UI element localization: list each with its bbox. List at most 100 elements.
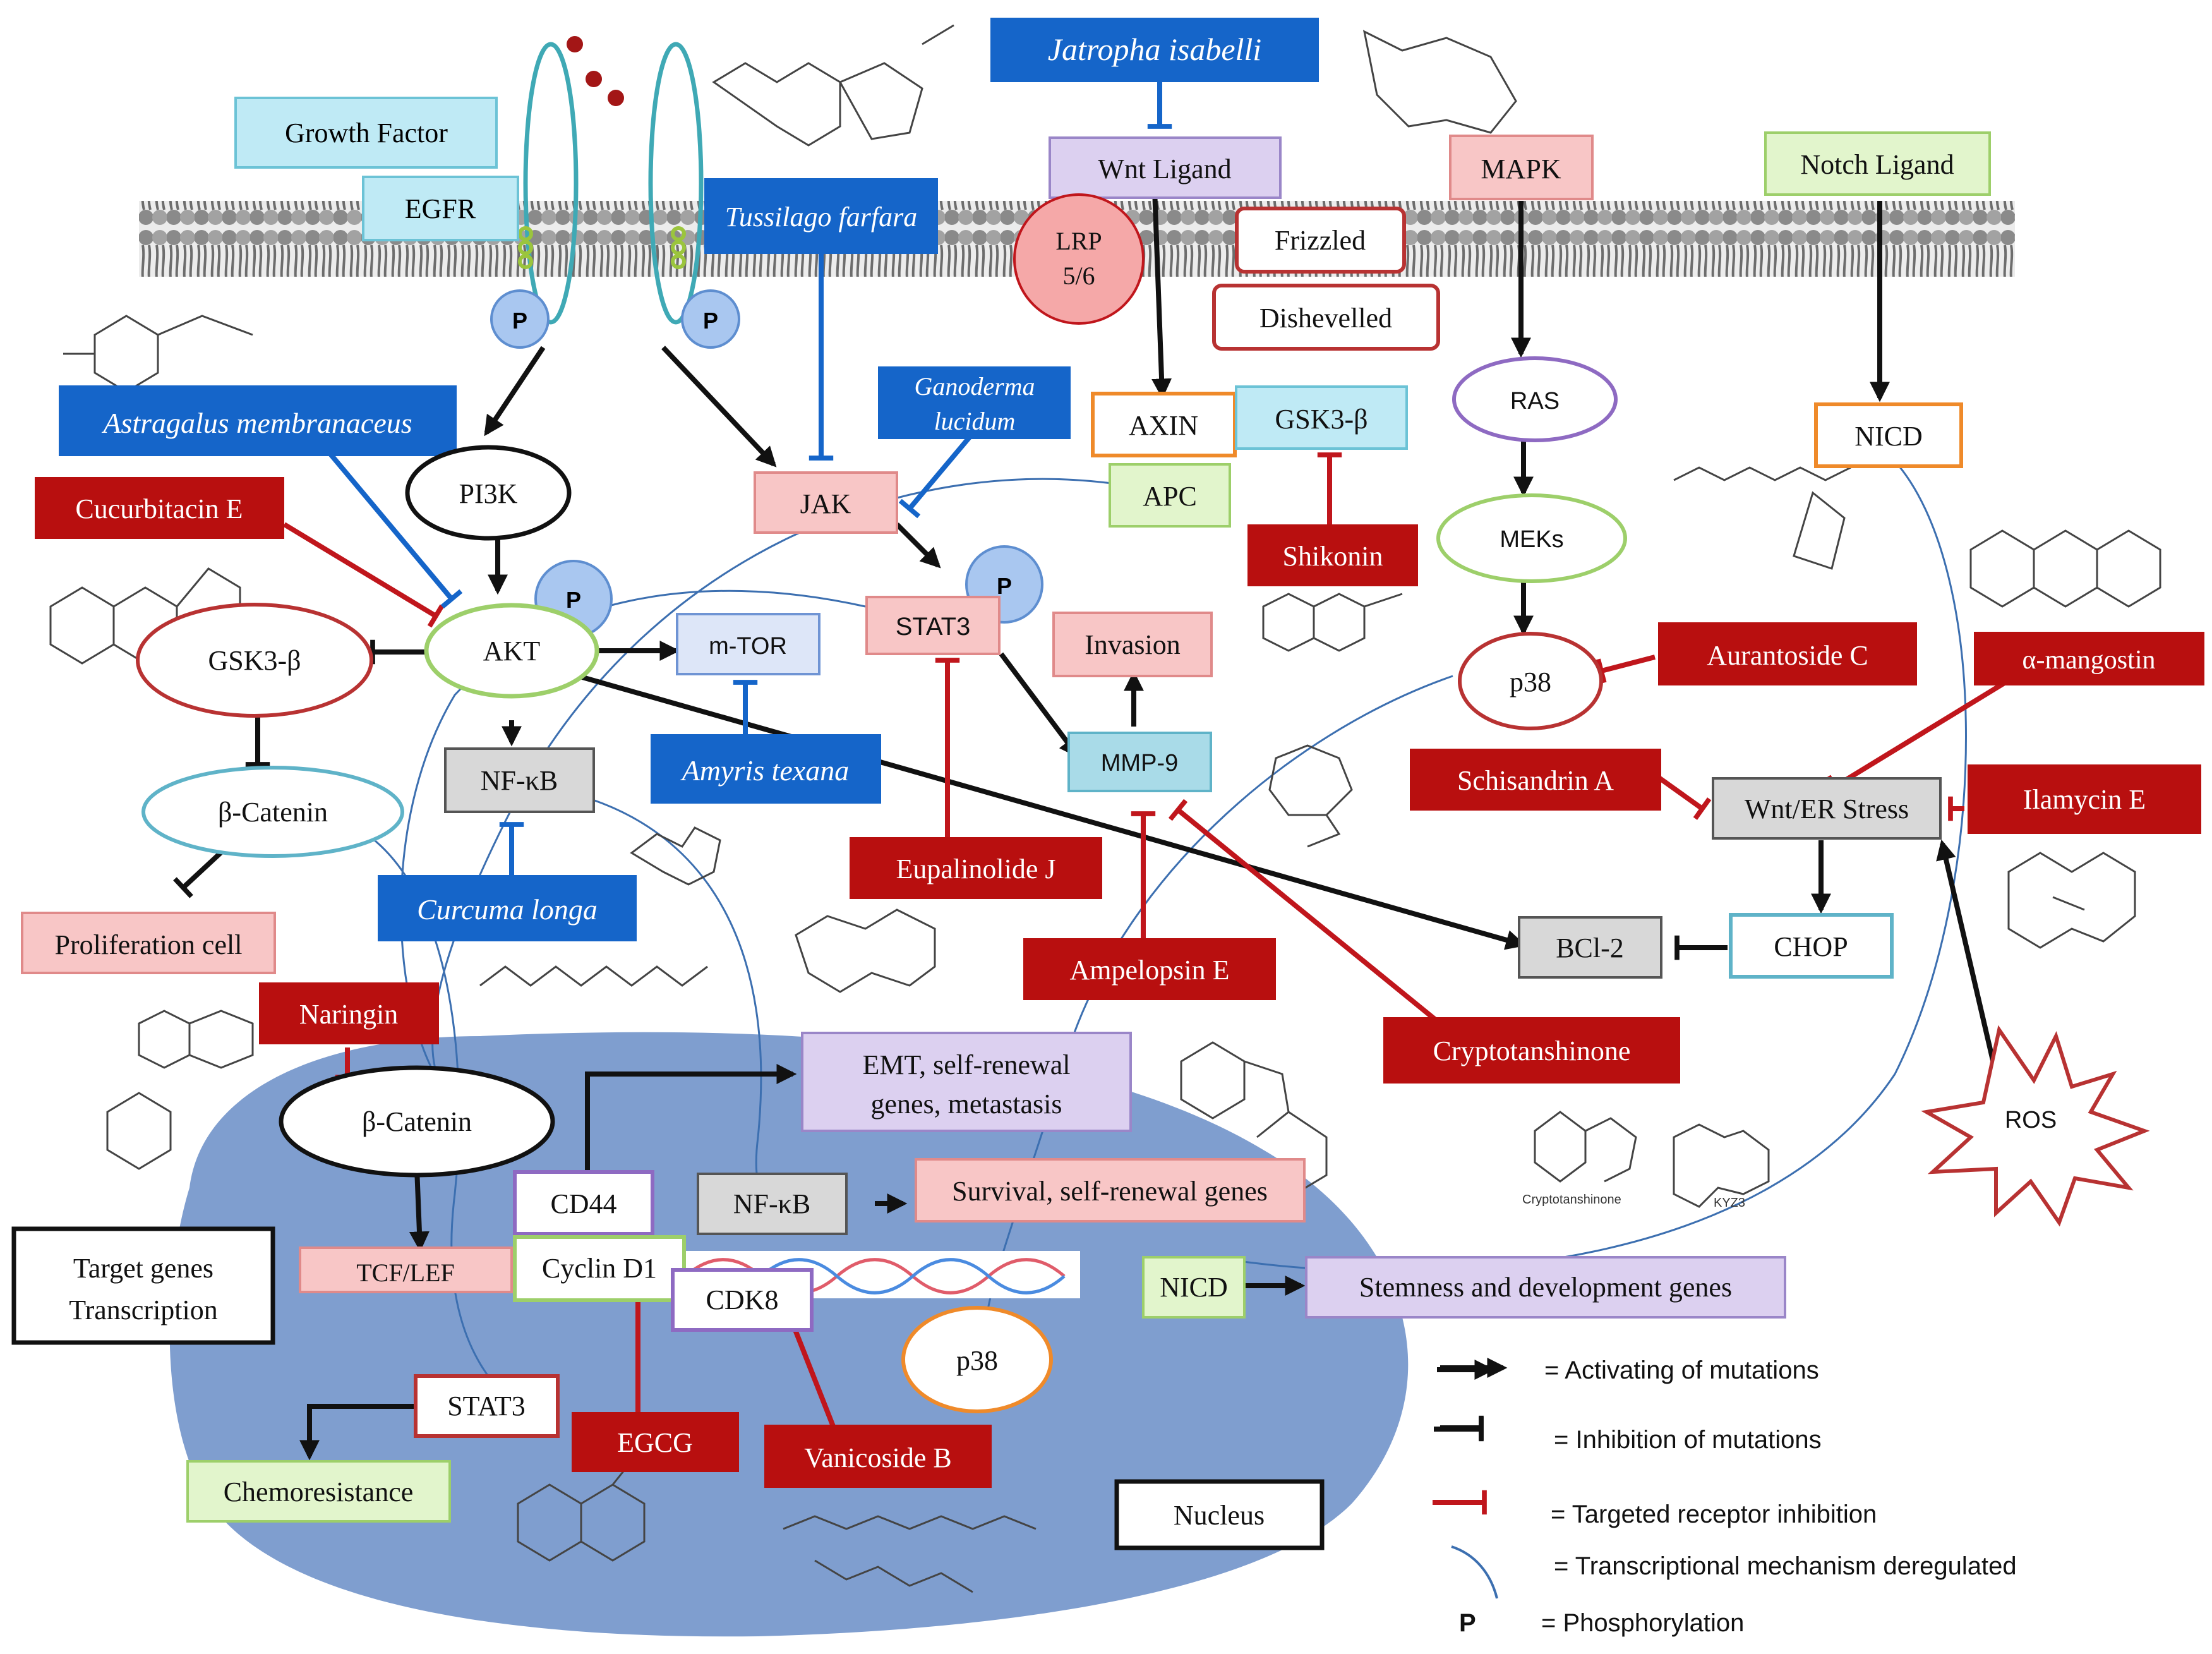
nicd-nuc-label: NICD <box>1160 1272 1228 1303</box>
phospho-label-2: P <box>703 308 718 334</box>
cdk8-box <box>671 1268 814 1332</box>
legend-targeted: = Targeted receptor inhibition <box>1551 1500 1877 1528</box>
shikonin-label: Shikonin <box>1283 541 1383 572</box>
gsk3b-left-ellipse <box>136 603 373 718</box>
target-genes-box <box>11 1226 275 1345</box>
phospho-circle-1 <box>490 289 550 349</box>
phospho-label-stat3: P <box>997 573 1012 599</box>
egfr-box <box>362 176 519 241</box>
target-genes-label-2: Transcription <box>69 1295 218 1325</box>
nucleus-label: Nucleus <box>1174 1500 1265 1531</box>
nucleus-label-box <box>1114 1479 1325 1550</box>
phospho-circle-2 <box>681 289 740 349</box>
stat3-top-label: STAT3 <box>896 613 971 641</box>
chop-box <box>1729 913 1894 979</box>
lrp-circle <box>1013 193 1145 325</box>
structure-caption-cryptotanshinone: Cryptotanshinone <box>1522 1193 1621 1207</box>
mtor-box <box>676 613 820 675</box>
gsk3b-top-box <box>1235 385 1408 450</box>
stat3-nuc-box <box>414 1374 560 1438</box>
curcuma-label: Curcuma longa <box>417 893 598 926</box>
tcf-lef-label: TCF/LEF <box>356 1259 455 1287</box>
mapk-box <box>1449 135 1594 200</box>
naringin-label: Naringin <box>299 999 398 1030</box>
cryptotanshinone-label: Cryptotanshinone <box>1433 1035 1631 1066</box>
amyris-label: Amyris texana <box>680 754 849 787</box>
legend-transcriptional: = Transcriptional mechanism deregulated <box>1554 1552 2017 1580</box>
lrp-label-1: LRP <box>1055 227 1102 255</box>
naringin-box <box>259 982 439 1044</box>
nicd-top-label: NICD <box>1854 421 1923 452</box>
invasion-box <box>1052 612 1213 677</box>
legend-phosphorylation: = Phosphorylation <box>1541 1609 1744 1637</box>
chemoresistance-label: Chemoresistance <box>224 1476 414 1507</box>
lrp-label-2: 5/6 <box>1062 262 1095 290</box>
legend-inhibition: = Inhibition of mutations <box>1554 1426 1822 1454</box>
proliferation-label: Proliferation cell <box>55 929 243 960</box>
pi3k-ellipse <box>405 445 572 541</box>
cd44-box <box>513 1170 654 1236</box>
survival-label: Survival, self-renewal genes <box>952 1176 1268 1207</box>
astragalus-box <box>59 385 457 456</box>
dishevelled-label: Dishevelled <box>1259 303 1392 334</box>
survival-box <box>915 1158 1306 1222</box>
jatropha-box <box>990 18 1319 82</box>
wnt-er-label: Wnt/ER Stress <box>1745 794 1909 824</box>
ganoderma-label-1: Ganoderma <box>914 372 1035 401</box>
stemness-box <box>1305 1256 1786 1319</box>
receptor-loops <box>518 36 704 325</box>
jak-label: JAK <box>800 488 851 519</box>
notch-ligand-label: Notch Ligand <box>1800 149 1954 180</box>
nfkb-nuc-label: NF-κB <box>733 1188 810 1219</box>
jak-box <box>754 471 898 534</box>
ras-ellipse <box>1452 356 1618 442</box>
ilamycin-label: Ilamycin E <box>2023 784 2146 815</box>
nicd-top-box <box>1814 402 1963 468</box>
ras-label: RAS <box>1510 388 1560 414</box>
schisandrin-box <box>1410 749 1661 811</box>
structure-caption-kyz3: KYZ3 <box>1714 1196 1745 1210</box>
apc-label: APC <box>1143 481 1197 512</box>
growth-factor-box <box>234 97 498 169</box>
bcl2-box <box>1518 916 1662 979</box>
tcf-lef-box <box>299 1247 513 1293</box>
amyris-box <box>651 734 881 804</box>
akt-label: AKT <box>483 636 541 667</box>
p38-nuc-ellipse <box>901 1306 1053 1413</box>
dishevelled-box <box>1212 284 1440 351</box>
cd44-label: CD44 <box>550 1188 616 1219</box>
cyclin-d1-label: Cyclin D1 <box>542 1253 657 1284</box>
p38-top-ellipse <box>1458 632 1603 730</box>
chemoresistance-box <box>186 1460 451 1523</box>
emt-box <box>801 1032 1132 1132</box>
pi3k-label: PI3K <box>459 478 518 509</box>
nfkb-top-box <box>444 747 595 813</box>
p38-top-label: p38 <box>1510 667 1551 697</box>
bcatenin-top-ellipse <box>141 766 404 858</box>
bcl2-label: BCl-2 <box>1556 933 1624 963</box>
apc-box <box>1109 463 1231 528</box>
egcg-label: EGCG <box>617 1427 693 1458</box>
cucurbitacin-box <box>35 477 284 539</box>
egfr-label: EGFR <box>405 193 476 224</box>
nicd-nuc-box <box>1142 1256 1246 1319</box>
blue-inhibition-lines <box>326 63 1172 875</box>
cucurbitacin-label: Cucurbitacin E <box>75 493 243 524</box>
gsk3b-top-label: GSK3-β <box>1275 404 1367 435</box>
chop-label: CHOP <box>1774 931 1848 962</box>
bcatenin-top-label: β-Catenin <box>218 797 328 828</box>
proliferation-box <box>21 912 276 974</box>
mapk-label: MAPK <box>1481 154 1561 184</box>
cryptotanshinone-box <box>1383 1017 1680 1084</box>
ampelopsin-box <box>1023 938 1276 1000</box>
bcatenin-nuc-ellipse <box>279 1065 555 1178</box>
mangostin-box <box>1974 632 2204 685</box>
axin-box <box>1091 392 1237 457</box>
stat3-nuc-label: STAT3 <box>447 1391 526 1422</box>
emt-label-1: EMT, self-renewal <box>862 1049 1070 1080</box>
eupalinolide-label: Eupalinolide J <box>896 854 1056 884</box>
growth-factor-label: Growth Factor <box>285 118 448 148</box>
schisandrin-label: Schisandrin A <box>1457 765 1614 796</box>
wnt-ligand-label: Wnt Ligand <box>1098 154 1231 184</box>
